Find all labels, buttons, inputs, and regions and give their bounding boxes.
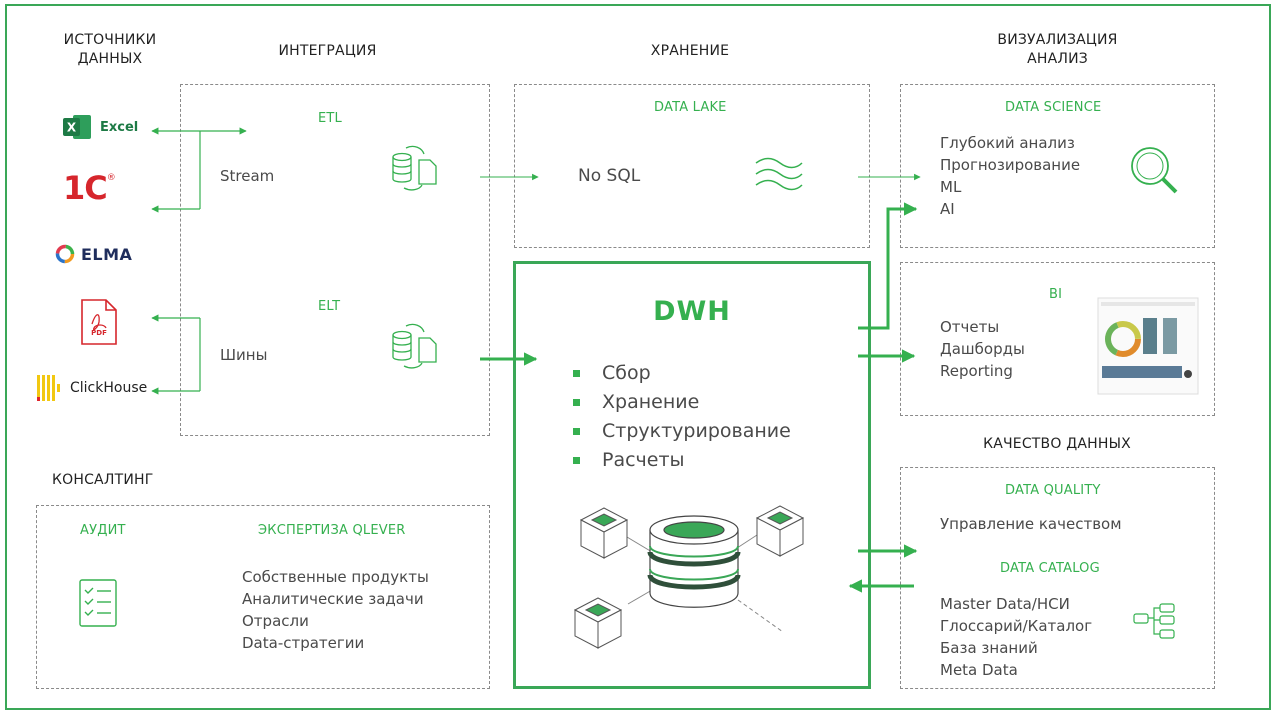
bullet-icon	[573, 399, 580, 406]
clickhouse-icon	[37, 375, 60, 401]
data-quality-item: Управление качеством	[940, 515, 1122, 533]
pdf-icon	[81, 299, 117, 345]
etl-label: ETL	[318, 111, 342, 126]
stream-bracket	[151, 127, 247, 213]
source-excel: X Excel	[62, 113, 138, 141]
database-sync-icon	[392, 323, 437, 369]
consulting-box	[36, 505, 490, 689]
checklist-icon	[79, 579, 117, 627]
data-quality-title: DATA QUALITY	[1005, 483, 1101, 498]
svg-text:X: X	[67, 121, 77, 135]
data-catalog-title: DATA CATALOG	[1000, 561, 1100, 576]
dwh-item: Расчеты	[573, 446, 791, 475]
waves-icon	[755, 157, 803, 191]
stream-label: Stream	[220, 167, 275, 185]
source-clickhouse: ClickHouse	[36, 374, 147, 402]
source-pdf	[80, 298, 118, 346]
elma-label: ELMA	[81, 244, 133, 264]
dwh-title: DWH	[653, 296, 731, 327]
onec-logo: 1С	[63, 169, 108, 207]
header-quality: КАЧЕСТВО ДАННЫХ	[983, 436, 1131, 452]
integration-box	[180, 84, 490, 436]
bi-box	[900, 262, 1215, 416]
quality-box	[900, 467, 1215, 689]
bus-label: Шины	[220, 346, 268, 364]
bus-bracket	[151, 314, 201, 395]
audit-label: АУДИТ	[80, 523, 126, 538]
hierarchy-icon	[1133, 603, 1175, 639]
dashboard-thumbnail	[1097, 297, 1199, 395]
clickhouse-label: ClickHouse	[70, 380, 148, 396]
bi-title: BI	[1049, 287, 1063, 302]
header-consulting: КОНСАЛТИНГ	[52, 472, 154, 488]
dwh-item: Хранение	[573, 388, 791, 417]
data-lake-box	[514, 84, 870, 248]
elt-label: ELT	[318, 299, 341, 314]
source-1c: 1С ®	[63, 171, 116, 205]
excel-label: Excel	[100, 119, 139, 135]
bullet-icon	[573, 370, 580, 377]
database-network-illustration	[573, 505, 805, 649]
database-sync-icon	[392, 145, 437, 191]
header-integration: ИНТЕГРАЦИЯ	[278, 43, 377, 59]
excel-icon: X	[63, 115, 91, 139]
dwh-item: Сбор	[573, 359, 791, 388]
header-storage: ХРАНЕНИЕ	[650, 43, 730, 59]
bullet-icon	[573, 457, 580, 464]
dwh-item: Структурирование	[573, 417, 791, 446]
expertise-title: ЭКСПЕРТИЗА QLEVER	[258, 523, 406, 538]
source-elma: ELMA	[54, 243, 132, 265]
outer-frame	[5, 4, 1271, 710]
dwh-items: Сбор Хранение Структурирование Расчеты	[573, 359, 791, 475]
bullet-icon	[573, 428, 580, 435]
data-lake-title: DATA LAKE	[654, 100, 727, 115]
data-science-box	[900, 84, 1215, 248]
pdf-label: PDF	[91, 329, 107, 337]
onec-registered-mark: ®	[106, 173, 116, 183]
arrow-dwh-to-ds	[858, 202, 918, 330]
dwh-box: DWH Сбор Хранение Структурирование Расче…	[513, 261, 871, 689]
nosql-label: No SQL	[578, 166, 641, 186]
elma-icon	[55, 244, 75, 264]
magnifier-icon	[1131, 147, 1178, 194]
data-science-title: DATA SCIENCE	[1005, 100, 1102, 115]
